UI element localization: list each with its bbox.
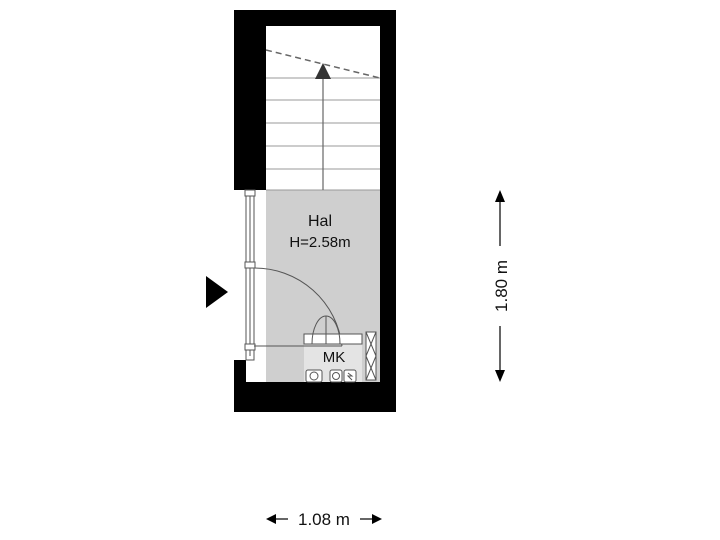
- dimension-depth-arrow-bottom-icon: [495, 370, 505, 382]
- wall-left-upper: [234, 10, 266, 190]
- dimension-depth-arrow-top-icon: [495, 190, 505, 202]
- dimension-width-label: 1.08 m: [298, 510, 350, 529]
- stair-direction-arrow-icon: [315, 63, 331, 79]
- meters: [305, 369, 357, 383]
- wall-left-lower: [234, 360, 246, 390]
- door-frame-left: [244, 189, 256, 361]
- dimension-depth-label: 1.80 m: [492, 260, 511, 312]
- room-height-hal: H=2.58m: [289, 234, 350, 251]
- dimension-width-arrow-right-icon: [372, 514, 382, 524]
- water-meter-icon: [305, 369, 323, 383]
- room-label-mk: MK: [323, 349, 346, 366]
- wall-top: [234, 10, 396, 26]
- entrance-arrow-icon: [206, 276, 228, 308]
- wall-bottom: [234, 382, 396, 412]
- dimension-width-arrow-left-icon: [266, 514, 276, 524]
- meter-cupboard-door: [303, 315, 363, 345]
- electric-meter-icon: [329, 369, 343, 383]
- wall-right: [380, 10, 396, 410]
- gas-meter-icon: [343, 369, 357, 383]
- room-label-hal: Hal: [308, 213, 332, 230]
- ventilation-shaft: [365, 331, 377, 381]
